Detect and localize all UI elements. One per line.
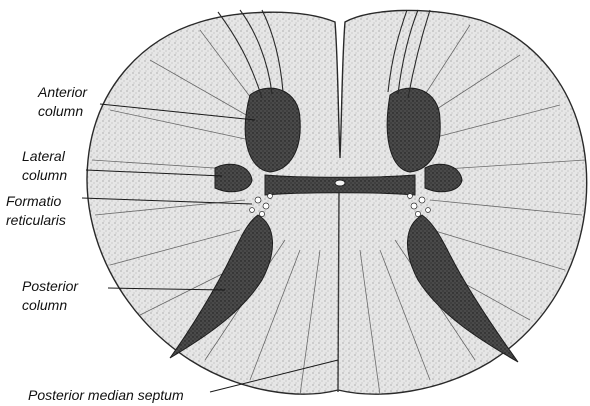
white-matter [87,10,587,394]
label-anterior-column: Anterior column [38,83,87,121]
central-canal [335,180,345,186]
label-anterior-line1: Anterior [38,83,87,102]
label-lateral-line1: Lateral [22,147,67,166]
label-formatio-line2: reticularis [6,211,66,230]
label-formatio-reticularis: Formatio reticularis [6,192,66,230]
label-lateral-line2: column [22,166,67,185]
label-anterior-line2: column [38,102,87,121]
label-septum-text: Posterior median septum [28,386,184,405]
label-posterior-line2: column [22,296,78,315]
label-lateral-column: Lateral column [22,147,67,185]
label-posterior-column: Posterior column [22,277,78,315]
label-posterior-line1: Posterior [22,277,78,296]
label-formatio-line1: Formatio [6,192,66,211]
label-posterior-median-septum: Posterior median septum [28,386,184,405]
